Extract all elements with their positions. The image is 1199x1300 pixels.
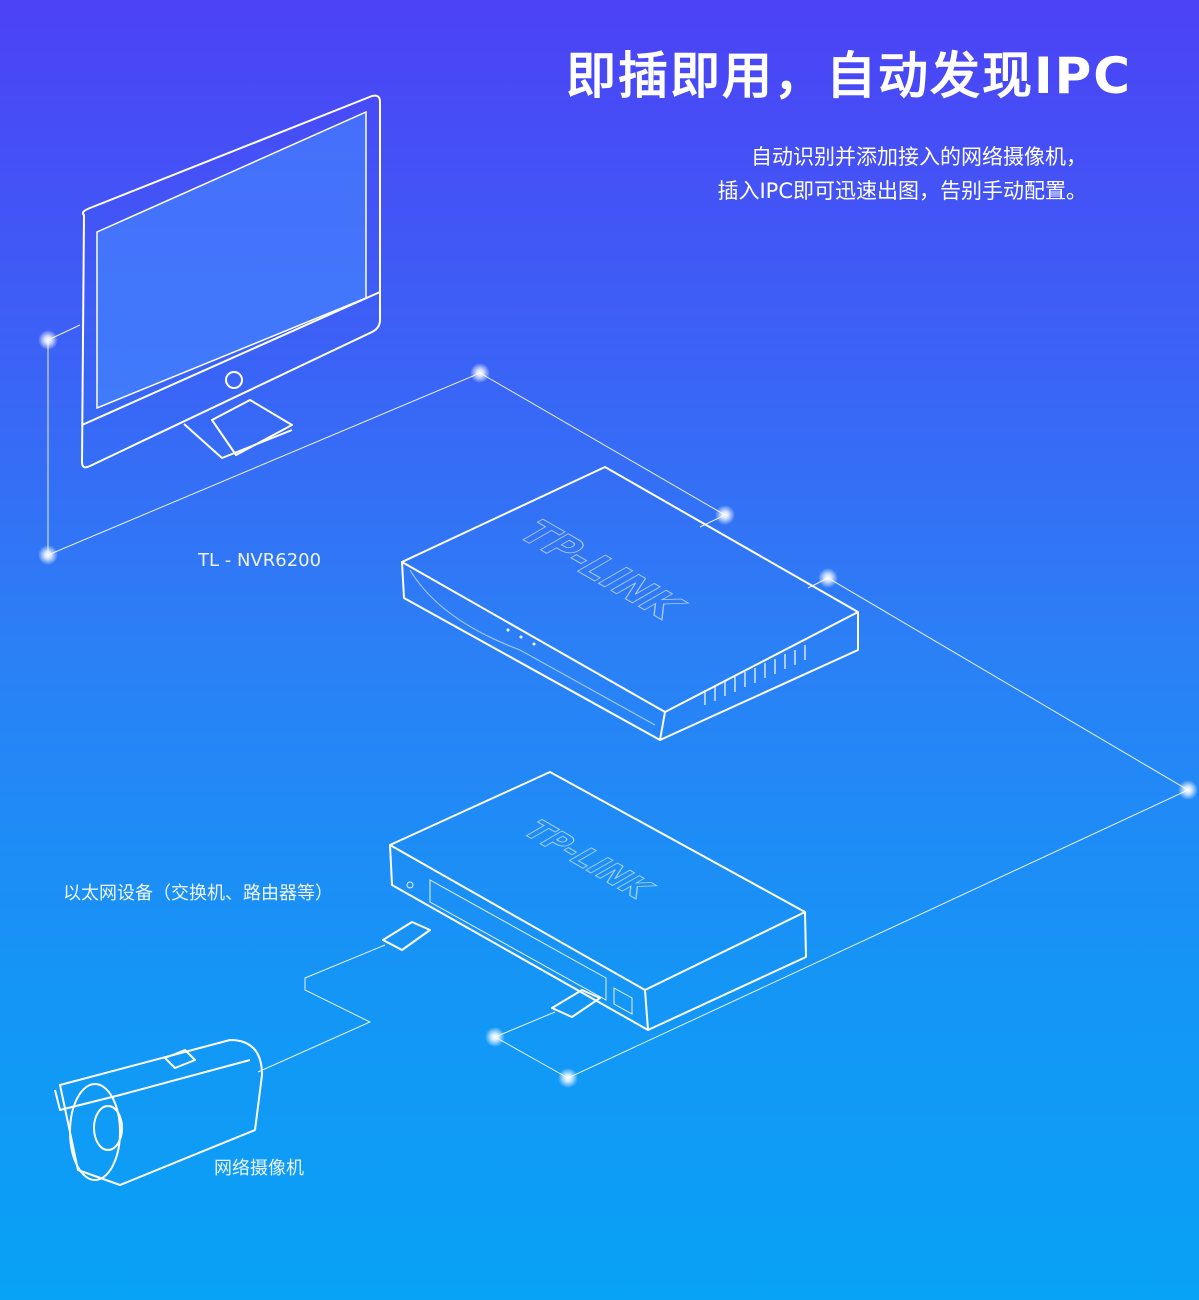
page-subtitle: 自动识别并添加接入的网络摄像机， 插入IPC即可迅速出图，告别手动配置。 bbox=[717, 140, 1087, 208]
page-title: 即插即用，自动发现IPC bbox=[566, 47, 1132, 105]
ethernet-ports bbox=[429, 879, 633, 1015]
camera-label: 网络摄像机 bbox=[214, 1158, 304, 1179]
switch-logo: TP-LINK bbox=[513, 816, 665, 904]
nvr-logo: TP-LINK bbox=[506, 515, 698, 626]
switch-illustration: TP-LINK bbox=[382, 771, 807, 1031]
rj45-plug-icon bbox=[382, 921, 431, 951]
nvr-illustration: TP-LINK bbox=[401, 466, 859, 741]
glow-nodes bbox=[38, 330, 1198, 1088]
rj45-plug-icon bbox=[551, 989, 601, 1018]
subtitle-line-1: 自动识别并添加接入的网络摄像机， bbox=[751, 145, 1087, 169]
switch-label: 以太网设备（交换机、路由器等） bbox=[63, 883, 333, 904]
subtitle-line-2: 插入IPC即可迅速出图，告别手动配置。 bbox=[717, 179, 1087, 203]
camera-illustration bbox=[54, 1039, 263, 1186]
connection-lines bbox=[47, 324, 1190, 1079]
monitor-illustration bbox=[81, 94, 381, 469]
nvr-label: TL - NVR6200 bbox=[198, 550, 322, 571]
